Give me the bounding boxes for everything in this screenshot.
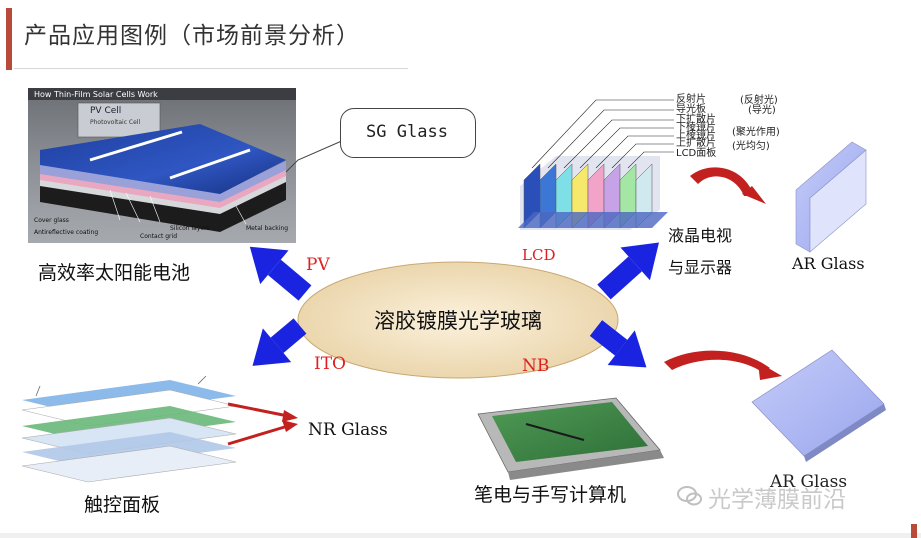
lcd-layer-upper-diffuser: 上扩散片 [676,138,716,149]
corner-accent-bar [911,524,917,538]
bottom-rule [0,533,921,538]
branch-label-nb: NB [522,356,550,376]
tablet-pc-illustration [477,397,664,480]
solar-layer-cover-glass: Cover glass [34,217,69,224]
red-curved-arrow-top [690,167,766,204]
ar-glass-panel-top [795,141,867,253]
lcd-note-focus: (聚光作用) [732,127,780,138]
lcd-layer-panel: LCD面板 [676,148,717,159]
branch-label-lcd: LCD [522,246,556,264]
center-label: 溶胶镀膜光学玻璃 [374,309,542,333]
blue-arrows [249,242,659,368]
sg-glass-callout [340,108,476,158]
touch-panel-layers [21,375,298,483]
lcd-note-uniform: (光均匀) [732,141,770,152]
branch-label-pv: PV [306,255,330,275]
title-accent-bar [6,8,12,70]
lcd-layer-stack [518,99,674,230]
lcd-caption-line2: 与显示器 [668,258,733,277]
ar-glass-panel-bottom [751,349,886,462]
page-title: 产品应用图例（市场前景分析） [24,23,360,49]
solar-panel-header: How Thin-Film Solar Cells Work [34,90,158,99]
wechat-icon [677,486,702,506]
red-curved-arrow-bottom [664,350,782,380]
sg-glass-label: SG Glass [366,122,448,142]
callout-pointer [285,139,345,173]
watermark-text: 光学薄膜前沿 [708,487,846,513]
title-divider [14,68,408,69]
solar-layer-antireflective: Antireflective coating [34,229,99,236]
solar-layer-silicon: Silicon layers [170,225,210,232]
lcd-layer-upper-prism: 上棱镜片 [676,130,716,141]
solar-cell-illustration [28,88,296,243]
ar-glass-label-top: AR Glass [792,254,865,273]
solar-layer-metal-backing: Metal backing [246,225,289,232]
lcd-layer-lower-diffuser: 下扩散片 [676,114,716,125]
lcd-layer-reflector: 反射片 [676,94,706,105]
lcd-layer-light-guide: 导光板 [676,104,706,115]
pv-cell-label: PV Cell [90,106,122,116]
pv-cell-sublabel: Photovoltaic Cell [90,119,141,126]
nb-caption: 笔电与手写计算机 [474,484,627,506]
solar-layer-contact-grid: Contact grid [140,233,178,240]
center-oval [297,261,619,379]
branch-label-ito: ITO [314,354,346,374]
ar-glass-label-bottom: AR Glass [770,472,848,492]
lcd-caption-line1: 液晶电视 [668,226,733,245]
nr-glass-label: NR Glass [308,420,388,440]
lcd-note-reflect: (反射光) [740,95,778,106]
lcd-note-guide: (导光) [748,105,776,116]
touch-caption: 触控面板 [84,494,161,516]
solar-caption: 高效率太阳能电池 [38,262,191,284]
lcd-layer-lower-prism: 下棱镜片 [676,122,716,133]
